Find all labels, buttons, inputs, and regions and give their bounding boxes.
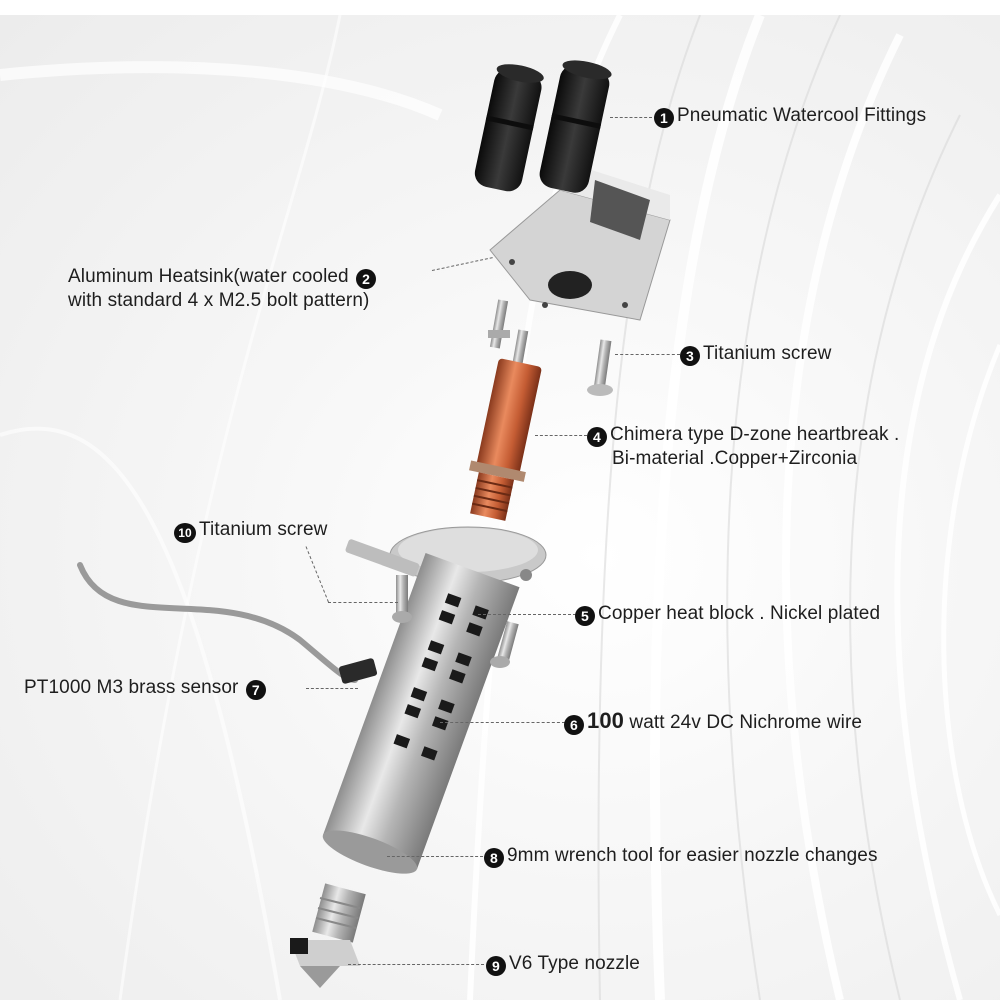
leader-line-7 xyxy=(306,688,358,689)
pt1000-sensor xyxy=(77,562,378,684)
callout-number-badge: 2 xyxy=(356,269,377,289)
callout-number-badge: 5 xyxy=(575,606,595,626)
nichrome-wire-slots xyxy=(393,593,489,761)
aluminum-heatsink xyxy=(489,160,671,321)
leader-line-6 xyxy=(440,722,565,723)
heat-block xyxy=(322,526,547,874)
callout-number-badge: 9 xyxy=(486,956,506,976)
callout-number-badge: 7 xyxy=(245,680,266,700)
callout-number-badge: 10 xyxy=(174,523,196,543)
callout-number-badge: 1 xyxy=(654,108,674,128)
leader-line-10b xyxy=(328,602,398,603)
leader-line-5 xyxy=(478,614,576,615)
callout-number-badge: 4 xyxy=(587,427,607,447)
leader-line-4 xyxy=(535,435,587,436)
callout-number-badge: 8 xyxy=(484,848,504,868)
background-swirl-lines xyxy=(0,15,1000,1000)
callout-number-badge: 6 xyxy=(564,715,584,735)
callout-7-pt1000-sensor: PT1000 M3 brass sensor 7 xyxy=(24,676,269,700)
v6-nozzle xyxy=(290,883,366,988)
callout-number-badge: 3 xyxy=(680,346,700,366)
pneumatic-fittings xyxy=(474,60,612,193)
leader-line-3 xyxy=(615,354,680,355)
leader-line-8 xyxy=(387,856,483,857)
leader-line-9 xyxy=(348,964,484,965)
callout-2-aluminum-heatsink: Aluminum Heatsink(water cooled 2 with st… xyxy=(68,265,379,313)
leader-line-1 xyxy=(610,117,652,118)
copper-heatbreak xyxy=(469,358,542,521)
